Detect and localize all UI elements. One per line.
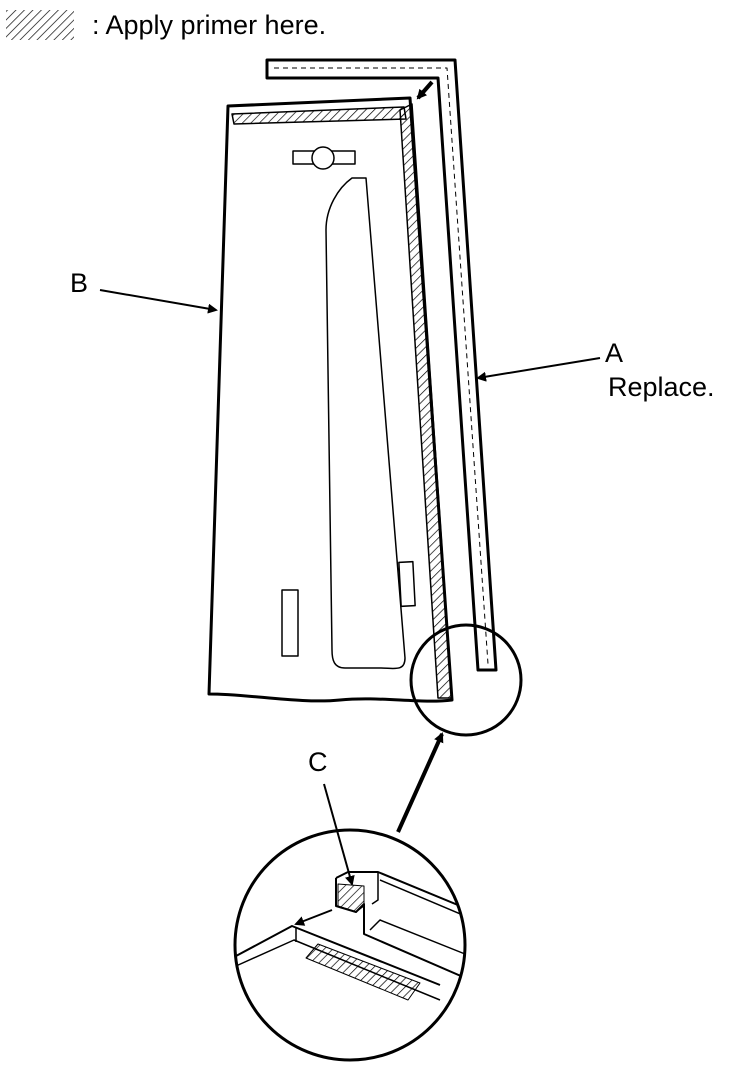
leader-lines [99, 289, 601, 382]
corner-arrow [416, 80, 434, 100]
leader-a [476, 357, 601, 382]
detail-link-arrow [396, 732, 444, 833]
leader-b [99, 289, 218, 314]
legend: : Apply primer here. [6, 10, 326, 40]
label-a: A [605, 338, 623, 368]
detail-view-c [233, 783, 467, 1062]
label-b: B [70, 268, 88, 298]
slot-left [281, 589, 299, 657]
molding-part-a [265, 58, 498, 672]
clip-hook [292, 146, 356, 170]
magnifier-circle [409, 623, 523, 737]
legend-text: : Apply primer here. [92, 10, 326, 40]
slot-right [398, 560, 416, 608]
hatched-swatch-icon [6, 10, 74, 40]
panel-part-b [207, 96, 454, 703]
label-c: C [308, 747, 328, 777]
leader-c [323, 783, 355, 886]
label-a-note: Replace. [608, 372, 715, 402]
